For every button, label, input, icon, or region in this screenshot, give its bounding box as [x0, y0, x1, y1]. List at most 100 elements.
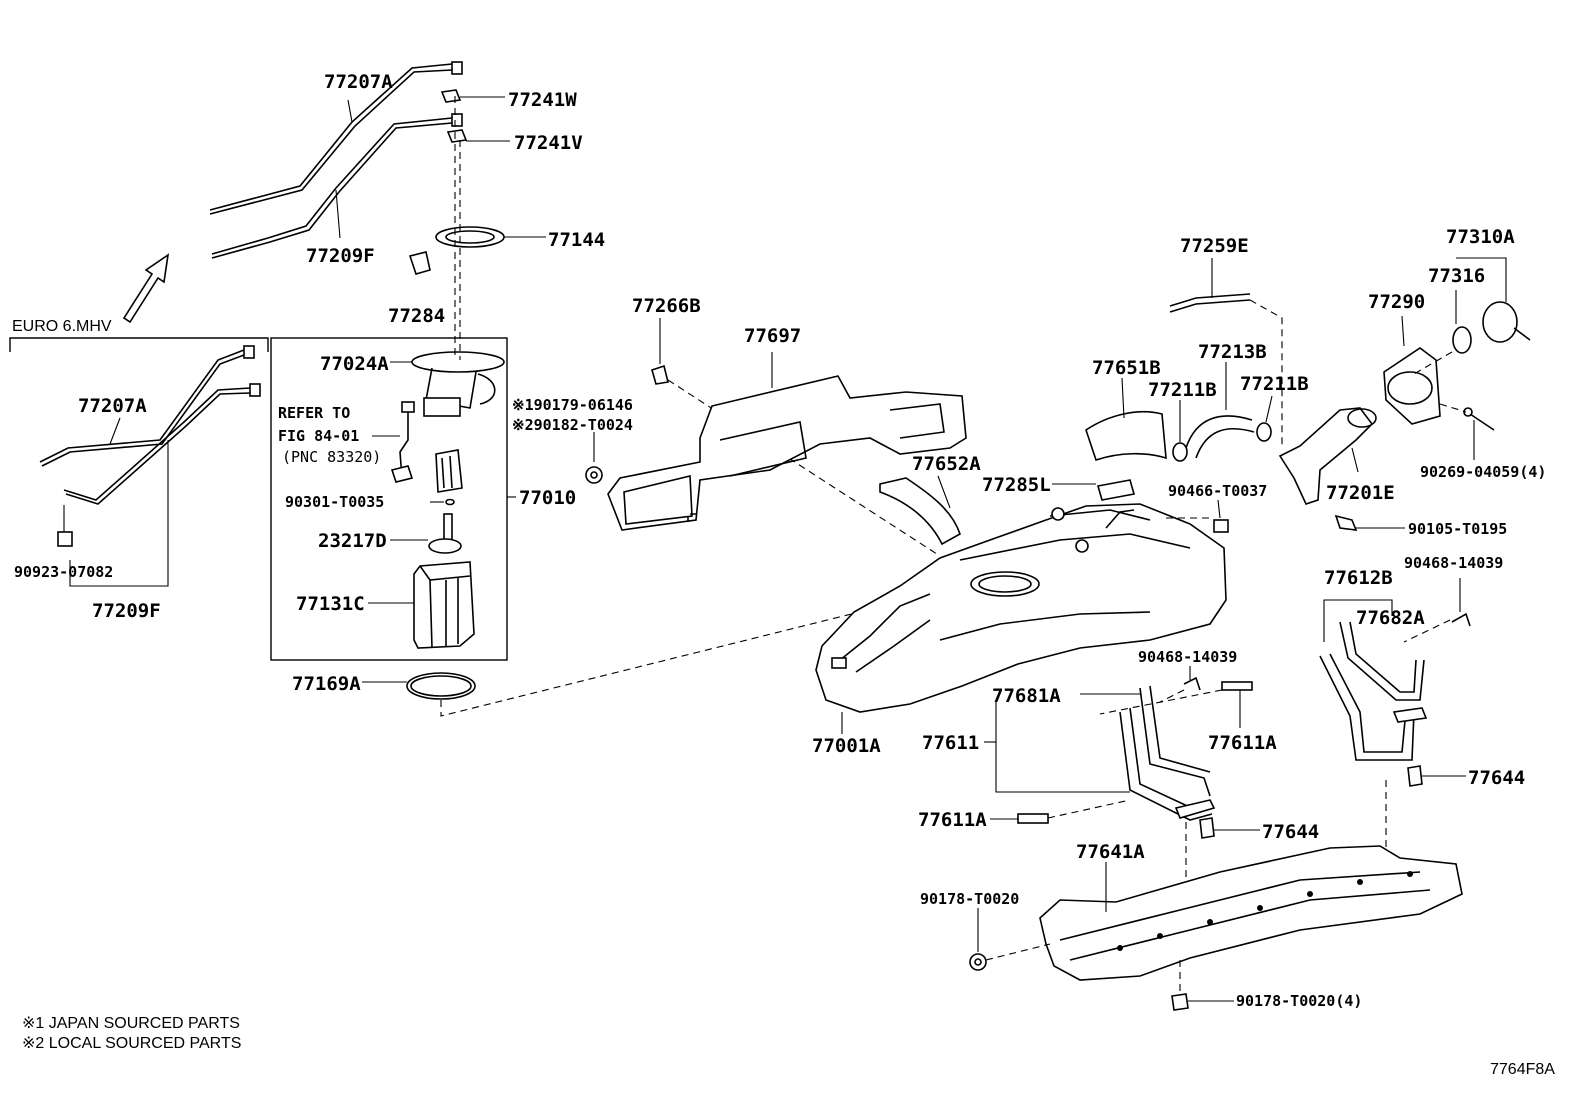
label-77169a: 77169A	[292, 673, 361, 695]
label-77241w: 77241W	[508, 89, 577, 111]
label-77641a: 77641A	[1076, 841, 1145, 863]
label-77697: 77697	[744, 325, 801, 347]
label-77131c: 77131C	[296, 593, 365, 615]
fuel-pump-23217d[interactable]	[428, 513, 462, 554]
screw-90269-04059[interactable]	[1463, 407, 1495, 431]
strap-77682a[interactable]	[1339, 621, 1428, 723]
label-77207a-euro: 77207A	[78, 395, 147, 417]
label-77681a: 77681A	[992, 685, 1061, 707]
bolt-90105-t0195[interactable]	[1334, 514, 1358, 531]
label-77316: 77316	[1428, 265, 1485, 287]
breather-hose-77259e[interactable]	[1169, 293, 1251, 313]
gasket-77169a[interactable]	[406, 672, 476, 700]
label-90466-t0037: 90466-T0037	[1168, 482, 1267, 500]
label-77611: 77611	[922, 732, 979, 754]
bolt-77644-right[interactable]	[1407, 765, 1423, 787]
label-77284: 77284	[388, 305, 445, 327]
sender-gauge[interactable]	[390, 401, 415, 483]
grommet-90179-90182[interactable]	[585, 466, 603, 484]
label-90923-07082: 90923-07082	[14, 563, 113, 581]
label-77024a: 77024A	[320, 353, 389, 375]
heat-shield-77697[interactable]	[607, 375, 967, 531]
label-77144: 77144	[548, 229, 605, 251]
direction-arrow-icon	[122, 253, 170, 324]
grommet-77284[interactable]	[408, 251, 431, 275]
bolt-90468-14039-left[interactable]	[1183, 676, 1201, 691]
label-77611a-upper: 77611A	[1208, 732, 1277, 754]
label-77209f-euro: 77209F	[92, 600, 161, 622]
label-77682a: 77682A	[1356, 607, 1425, 629]
clip-90923-07082[interactable]	[57, 531, 73, 547]
label-77211b-left: 77211B	[1148, 379, 1217, 401]
label-90179-06146: ※190179-06146	[512, 396, 633, 414]
skid-plate-77641a[interactable]	[1039, 845, 1463, 981]
o-ring-90301-t0035[interactable]	[445, 498, 455, 506]
label-77207a-top: 77207A	[324, 71, 393, 93]
label-refer-to: REFER TO	[278, 404, 350, 422]
filter-element[interactable]	[435, 449, 463, 493]
filler-pipe-77201e[interactable]	[1278, 407, 1377, 505]
label-77241v: 77241V	[514, 132, 583, 154]
note-local-sourced: ※2 LOCAL SOURCED PARTS	[22, 1035, 241, 1052]
label-90301-t0035: 90301-T0035	[285, 493, 384, 511]
note-japan-sourced: ※1 JAPAN SOURCED PARTS	[22, 1015, 240, 1032]
label-77644-center: 77644	[1262, 821, 1319, 843]
bolt-77644-center[interactable]	[1199, 817, 1215, 839]
figure-code: 7764F8A	[1490, 1061, 1555, 1078]
nut-90178-t0020-left[interactable]	[969, 953, 987, 971]
label-77266b: 77266B	[632, 295, 701, 317]
bolt-90466-t0037[interactable]	[1213, 519, 1229, 533]
label-90468-14039-left: 90468-14039	[1138, 648, 1237, 666]
label-90105-t0195: 90105-T0195	[1408, 520, 1507, 538]
label-90178-t0020-left: 90178-T0020	[920, 890, 1019, 908]
label-23217d: 23217D	[318, 530, 387, 552]
filler-box-77290[interactable]	[1383, 347, 1441, 425]
strap-77612b[interactable]	[1319, 653, 1415, 761]
label-refer-pnc: (PNC 83320)	[282, 448, 381, 466]
label-77211b-right: 77211B	[1240, 373, 1309, 395]
gasket-77316[interactable]	[1452, 326, 1472, 354]
label-77209f-top: 77209F	[306, 245, 375, 267]
label-77001a: 77001A	[812, 735, 881, 757]
bolt-77611a-lower[interactable]	[1017, 813, 1049, 824]
clip-77241w[interactable]	[440, 89, 462, 103]
label-77611a-lower: 77611A	[918, 809, 987, 831]
hose-clamp-77211b-right[interactable]	[1256, 422, 1272, 442]
fuel-tube-77209f-top[interactable]	[211, 113, 463, 259]
retainer-ring-77144[interactable]	[435, 226, 505, 248]
fuel-cap-77310a[interactable]	[1482, 301, 1531, 343]
strap-77681a[interactable]	[1139, 685, 1211, 797]
label-refer-fig: FIG 84-01	[278, 427, 359, 445]
label-77644-right: 77644	[1468, 767, 1525, 789]
clip-77266b[interactable]	[651, 364, 669, 385]
bolt-77611a-upper[interactable]	[1221, 681, 1253, 691]
label-77010: 77010	[519, 487, 576, 509]
insulator-77651b[interactable]	[1085, 410, 1167, 462]
label-90269-04059: 90269-04059(4)	[1420, 463, 1546, 481]
fuel-tube-77209f-euro[interactable]	[63, 383, 261, 505]
clip-77285l[interactable]	[1096, 479, 1136, 501]
strap-77611[interactable]	[1119, 707, 1216, 821]
fuel-tube-77207a-euro[interactable]	[39, 345, 255, 467]
filler-hose-77213b[interactable]	[1185, 415, 1255, 459]
label-77310a: 77310A	[1446, 226, 1515, 248]
label-90182-t0024: ※290182-T0024	[512, 416, 633, 434]
bolt-90468-14039-right[interactable]	[1451, 612, 1471, 627]
label-77259e: 77259E	[1180, 235, 1249, 257]
label-77612b: 77612B	[1324, 567, 1393, 589]
fuel-tank-77001a[interactable]	[815, 503, 1227, 713]
label-77651b: 77651B	[1092, 357, 1161, 379]
label-77290: 77290	[1368, 291, 1425, 313]
label-77652a: 77652A	[912, 453, 981, 475]
pump-bracket-77131c[interactable]	[413, 561, 475, 649]
label-90178-t0020-bottom: 90178-T0020(4)	[1236, 992, 1362, 1010]
hose-clamp-77211b-left[interactable]	[1172, 442, 1188, 462]
label-euro-6-mhv: EURO 6.MHV	[12, 318, 112, 335]
pump-top-plate-77024a[interactable]	[411, 351, 505, 417]
label-77285l: 77285L	[982, 474, 1051, 496]
label-90468-14039-right: 90468-14039	[1404, 554, 1503, 572]
insulator-77652a[interactable]	[879, 477, 961, 546]
clip-77241v[interactable]	[446, 129, 468, 143]
nut-90178-t0020-bottom[interactable]	[1171, 993, 1189, 1011]
